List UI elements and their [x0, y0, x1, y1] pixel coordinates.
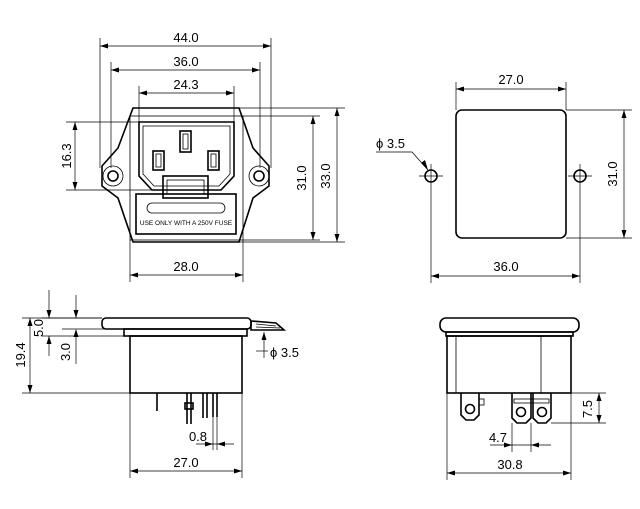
front-mounting-hole-left [102, 165, 124, 187]
end-terminal-spacing: 4.7 [489, 430, 507, 445]
panel-cutout-view: ϕ 3.5 27.0 31.0 36.0 [376, 72, 632, 283]
end-view: 7.5 4.7 30.8 [439, 317, 606, 480]
side-total-height: 19.4 [13, 342, 28, 367]
end-body [446, 335, 572, 394]
end-terminal-middle [511, 393, 532, 424]
cutout-bottom-width: 36.0 [493, 259, 518, 274]
dim-height-left: 16.3 [59, 143, 74, 168]
end-terminal-height: 7.5 [580, 400, 595, 418]
front-mounting-hole-right [248, 165, 270, 187]
cutout-top-width: 27.0 [498, 72, 523, 87]
cutout-hole-right [568, 164, 592, 188]
end-body-width: 30.8 [497, 457, 522, 472]
side-pin-thickness: 0.8 [189, 429, 207, 444]
dim-overall-width: 44.0 [173, 30, 198, 45]
side-flange [101, 317, 252, 330]
inlet-pin-earth [179, 130, 192, 153]
dim-height-outer: 33.0 [318, 163, 333, 188]
side-sub-height: 3.0 [58, 343, 73, 361]
side-flange-lip [123, 328, 248, 337]
dim-mounting-width: 36.0 [173, 54, 198, 69]
fuse-drawer-tab [162, 175, 209, 199]
end-terminal-left [460, 393, 485, 421]
cutout-height: 31.0 [605, 161, 620, 186]
front-body-frame [129, 115, 244, 241]
side-screw-tab [250, 320, 287, 331]
side-view: 19.4 5.0 3.0 ϕ 3.5 0.8 27.0 [13, 290, 299, 478]
fuse-warning-label: USE ONLY WITH A 250V FUSE [140, 220, 233, 227]
side-flange-height: 5.0 [31, 319, 46, 337]
fuse-drawer [135, 193, 237, 235]
end-terminal-right [532, 393, 552, 424]
front-view: USE ONLY WITH A 250V FUSE 44.0 36.0 24.3… [59, 30, 345, 282]
inlet-pin-right [207, 150, 220, 171]
cutout-hole-diameter: ϕ 3.5 [376, 136, 405, 151]
dim-inlet-width: 24.3 [173, 77, 198, 92]
side-body [129, 335, 243, 394]
cutout-rectangle [455, 109, 567, 239]
end-flange [439, 317, 580, 333]
side-body-width: 27.0 [173, 455, 198, 470]
dim-height-inner: 31.0 [294, 165, 309, 190]
cutout-hole-left [419, 164, 443, 188]
side-hole-diameter: ϕ 3.5 [270, 345, 299, 360]
inlet-pin-left [152, 150, 165, 171]
dim-body-width: 28.0 [173, 259, 198, 274]
